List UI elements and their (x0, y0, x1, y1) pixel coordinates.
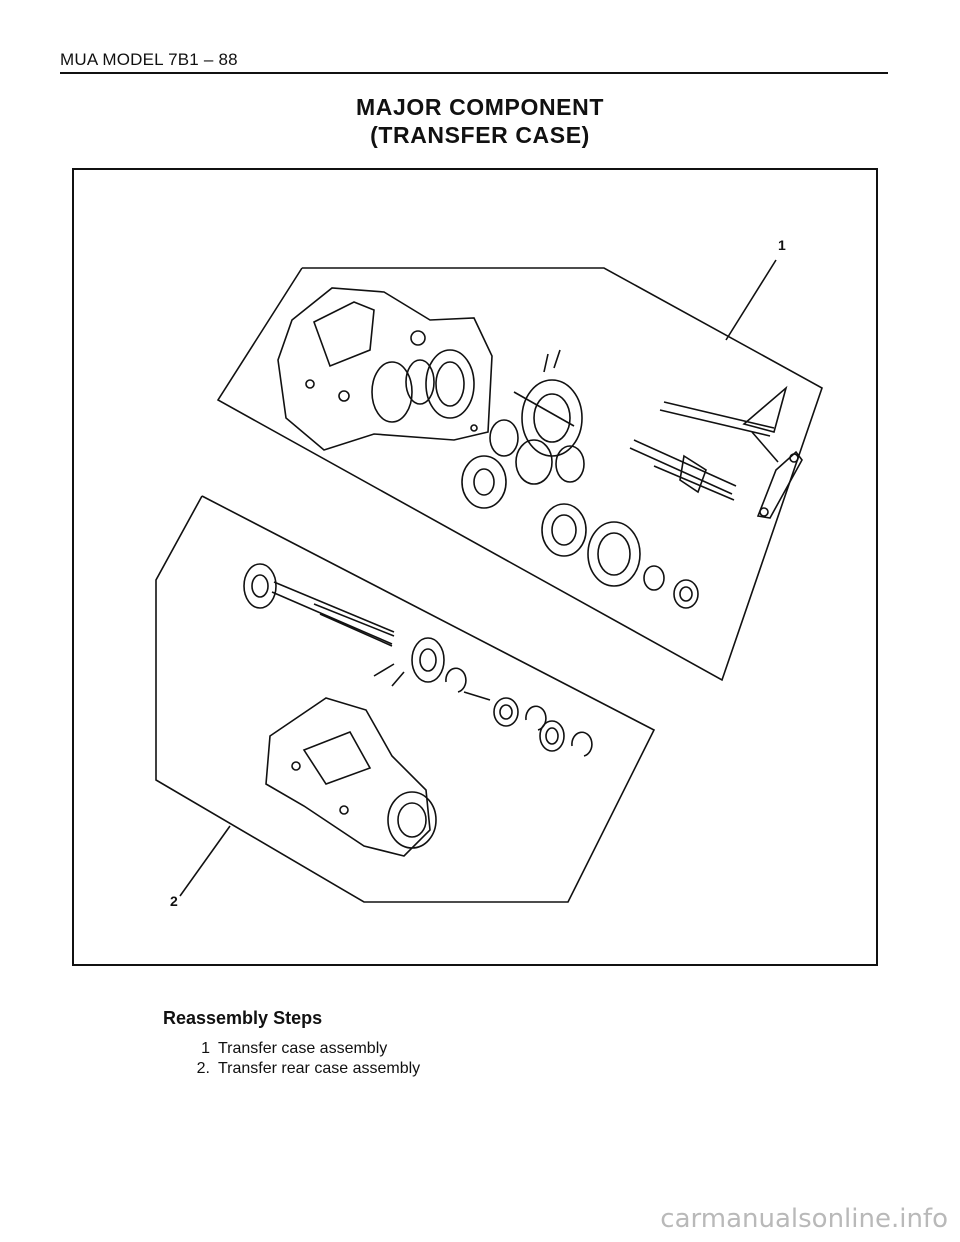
steps-heading: Reassembly Steps (163, 1008, 323, 1028)
step-item: 1 Transfer case assembly (188, 1040, 387, 1058)
shift-fork-drawing (629, 385, 803, 519)
step-number: 1 (201, 1040, 210, 1057)
sleeve-bearing-drawing (541, 503, 699, 609)
callout-2-leader (179, 825, 231, 897)
running-head: MUA MODEL 7B1 – 88 (60, 50, 238, 69)
callout-2-label: 2 (170, 893, 178, 909)
gear-cluster-drawing (461, 349, 585, 509)
page-title: MAJOR COMPONENT (356, 94, 604, 120)
step-text: Transfer case assembly (218, 1040, 388, 1057)
ring-seal-drawing (445, 667, 593, 757)
callout-1-leader (725, 259, 777, 341)
group-2-outline (155, 495, 656, 903)
transfer-case-housing-drawing (277, 287, 493, 451)
step-item: 2. Transfer rear case assembly (188, 1060, 420, 1078)
rear-case-drawing (265, 697, 437, 857)
page-subtitle: (TRANSFER CASE) (370, 122, 590, 148)
callout-1-label: 1 (778, 237, 786, 253)
header-rule (60, 72, 888, 74)
exploded-view-figure: 1 2 (72, 168, 878, 966)
watermark: carmanualsonline.info (660, 1204, 948, 1234)
group-1-outline (216, 267, 823, 682)
step-text: Transfer rear case assembly (218, 1060, 421, 1077)
output-shaft-drawing (243, 563, 445, 687)
step-number: 2. (196, 1060, 210, 1077)
transfer-case-illustration: 1 2 (155, 237, 823, 909)
